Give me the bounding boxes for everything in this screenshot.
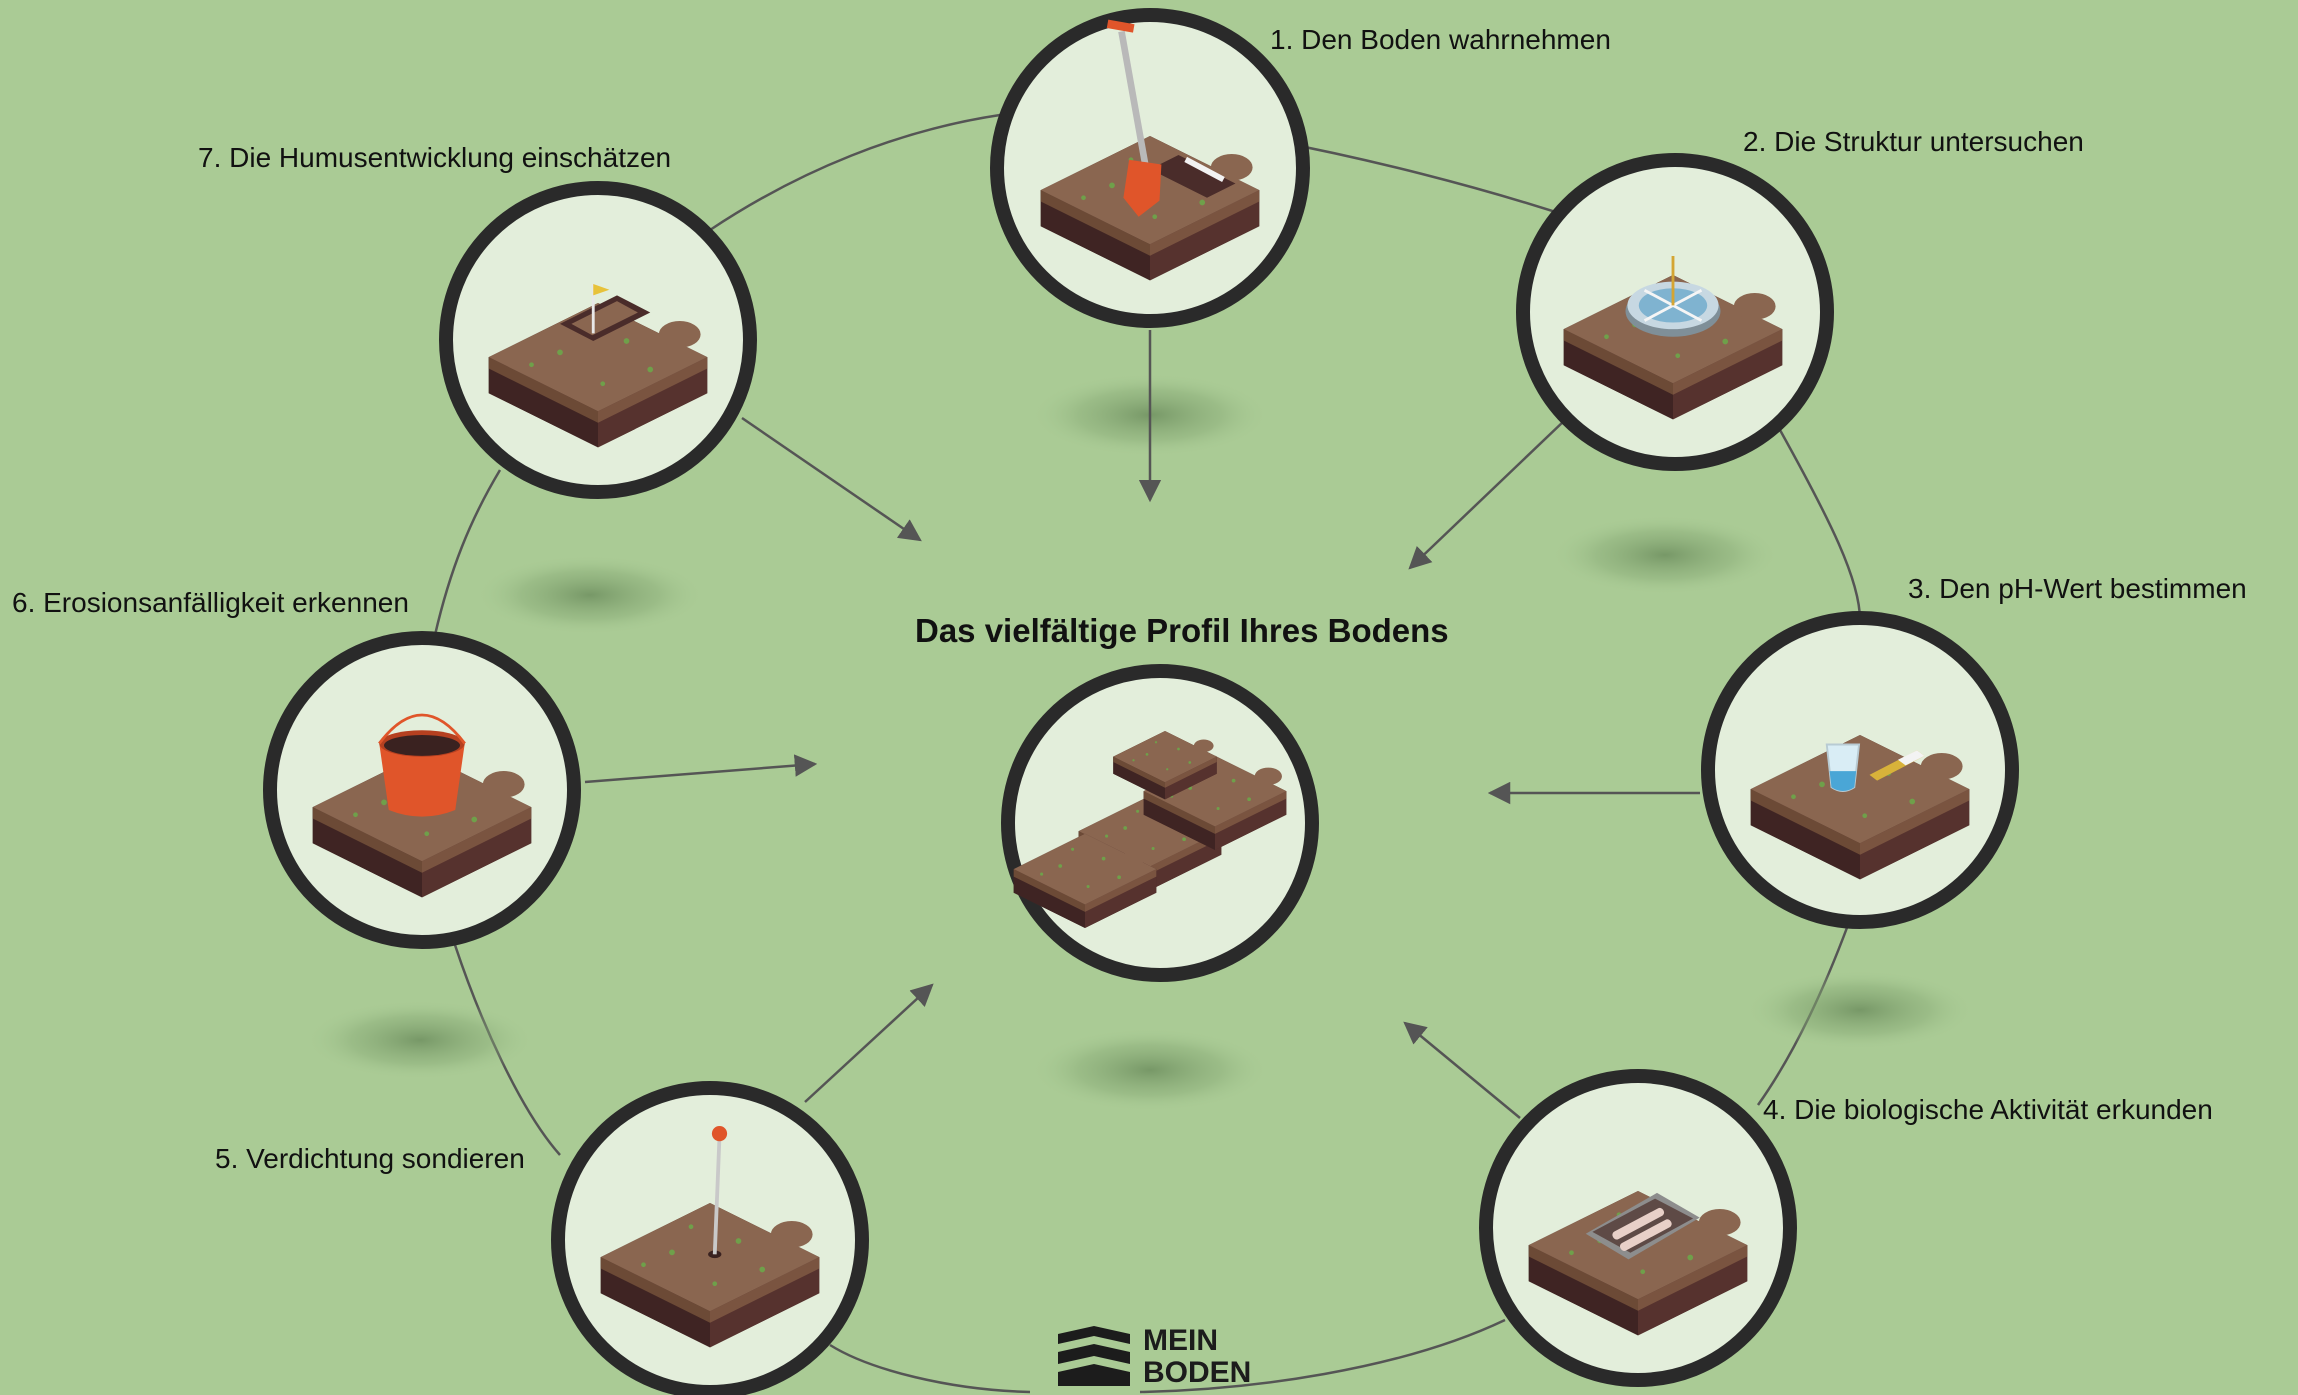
step-3-circle <box>1701 611 2019 929</box>
step-1-circle <box>990 8 1310 328</box>
arrow-from-step-2 <box>1408 419 1566 570</box>
step-5-label: 5. Verdichtung sondieren <box>215 1143 525 1174</box>
sieve-structure-icon <box>1563 255 1783 420</box>
mein-boden-logo-icon <box>1058 1326 1130 1386</box>
arrow-from-step-4 <box>1403 1021 1521 1119</box>
step-6-circle <box>263 631 581 949</box>
spade-dig-icon <box>1040 19 1260 281</box>
probe-rod-icon <box>600 1126 820 1348</box>
ground-shadows <box>305 373 1975 1112</box>
center-circle <box>1001 664 1319 982</box>
step-6-label: 6. Erosionsanfälligkeit erkennen <box>12 587 409 618</box>
arrow-from-step-7 <box>741 416 922 542</box>
step-4-circle <box>1479 1069 1797 1387</box>
ph-test-glass-icon <box>1750 735 1970 880</box>
step-7-circle <box>439 181 757 499</box>
bucket-erosion-icon <box>312 713 532 898</box>
step-2-circle <box>1516 153 1834 471</box>
step-3-label: 3. Den pH-Wert bestimmen <box>1908 573 2247 604</box>
flag-humus-icon <box>488 283 708 448</box>
connector-arrows <box>584 330 1700 1119</box>
logo-line-2: BODEN <box>1143 1356 1252 1389</box>
arrow-from-step-5 <box>804 983 934 1103</box>
logo-text: MEIN BODEN <box>1143 1325 1251 1389</box>
step-1-label: 1. Den Boden wahrnehmen <box>1270 24 1611 55</box>
diagram-title: Das vielfältige Profil Ihres Bodens <box>915 612 1449 649</box>
step-2-label: 2. Die Struktur untersuchen <box>1743 126 2084 157</box>
logo-line-1: MEIN <box>1143 1324 1218 1357</box>
tray-biology-icon <box>1528 1191 1748 1336</box>
arrow-from-step-6 <box>584 754 818 784</box>
step-7-label: 7. Die Humusentwicklung einschätzen <box>198 142 672 173</box>
step-5-circle <box>551 1081 869 1395</box>
step-4-label: 4. Die biologische Aktivität erkunden <box>1763 1094 2213 1125</box>
